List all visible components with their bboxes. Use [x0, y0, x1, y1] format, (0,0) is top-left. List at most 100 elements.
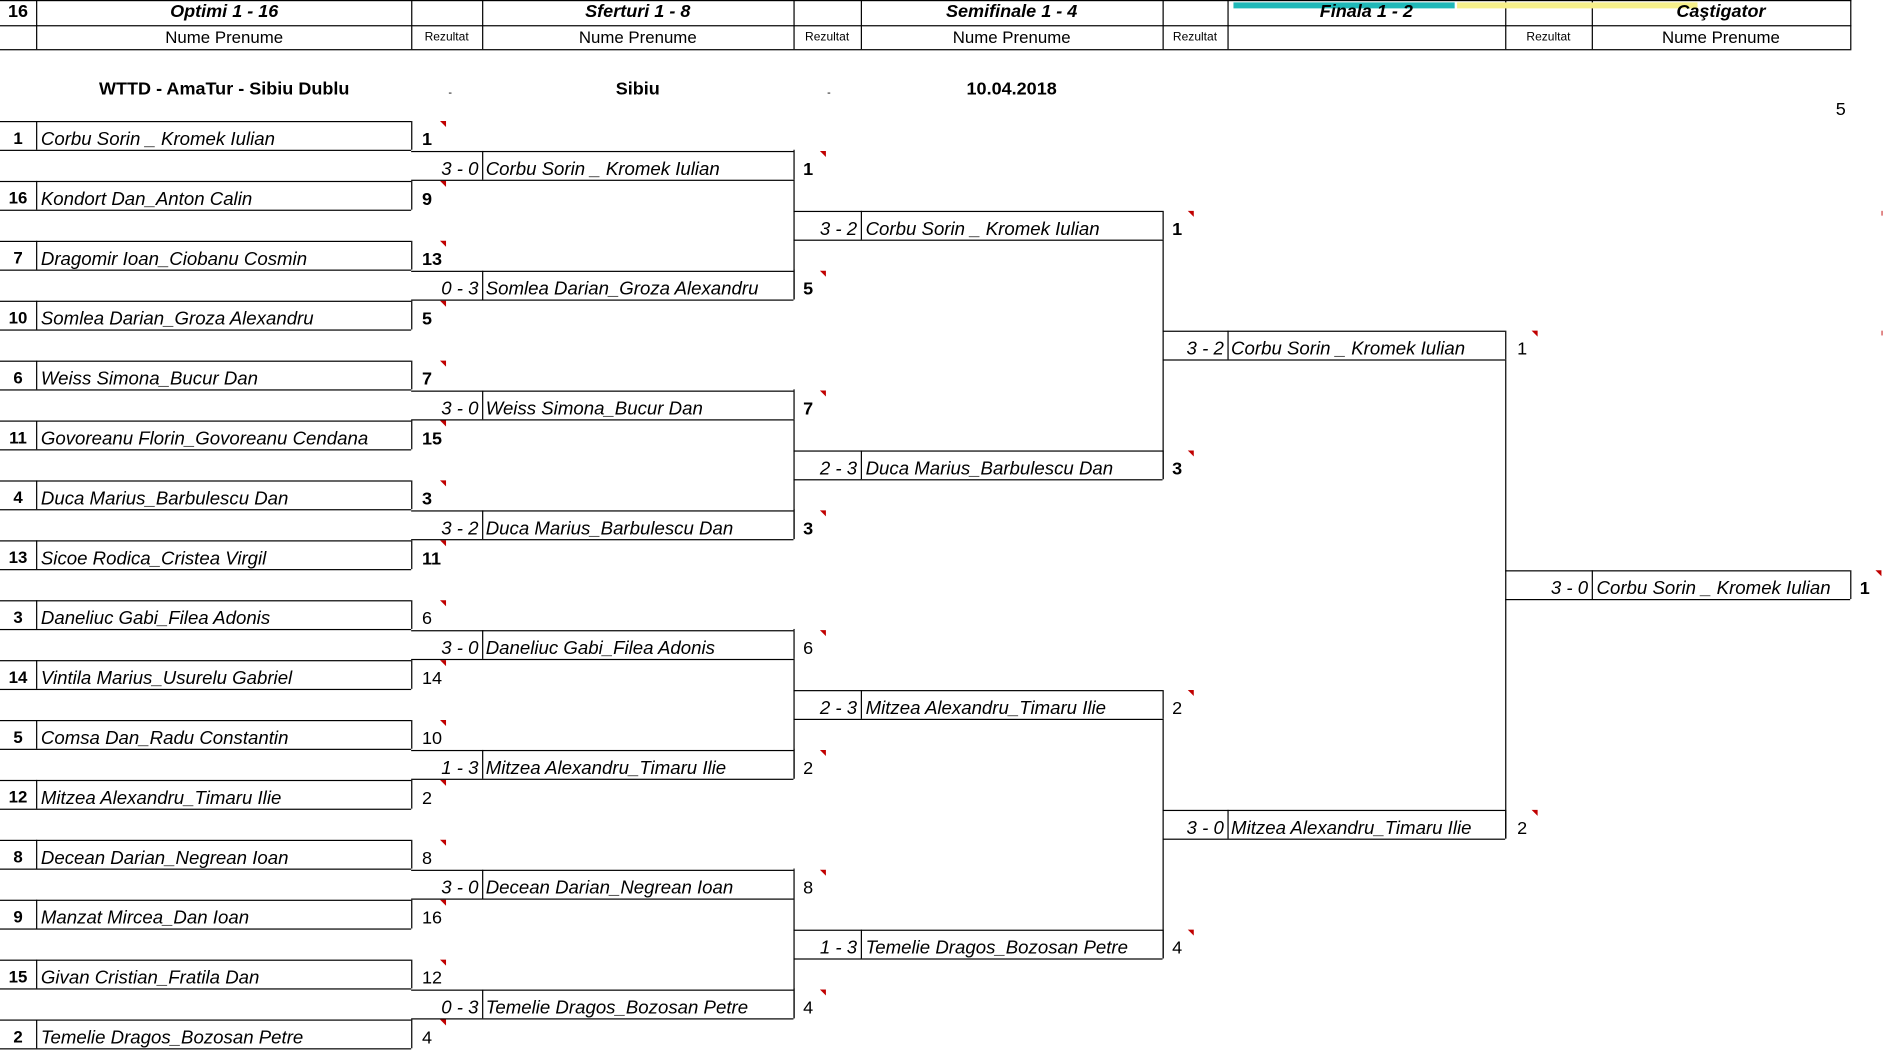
bracket-line — [0, 540, 412, 542]
header-divider — [482, 0, 484, 50]
red-comment-mark — [819, 510, 826, 517]
bracket-line — [0, 1019, 412, 1021]
bracket-line — [0, 660, 412, 662]
r16-player-name: Temelie Dragos_Bozosan Petre — [40, 1027, 304, 1049]
bracket-line — [0, 149, 412, 151]
bracket-line — [411, 869, 794, 871]
bracket-line — [0, 959, 412, 961]
bracket-line — [411, 150, 794, 153]
bracket-line — [482, 749, 484, 779]
sf-rank: 4 — [1172, 938, 1183, 959]
r16-player-name: Dragomir Ioan_Ciobanu Cosmin — [40, 249, 308, 270]
bracket-line — [36, 1019, 38, 1049]
bracket-line — [793, 390, 795, 420]
red-comment-mark — [440, 420, 447, 427]
r16-seed: 15 — [8, 966, 28, 986]
r16-seed: 2 — [13, 1026, 23, 1046]
bracket-line — [1505, 570, 1851, 572]
red-comment-mark — [440, 240, 447, 247]
bracket-line — [411, 839, 413, 869]
bracket-line — [411, 240, 413, 270]
r16-seed: 6 — [13, 367, 23, 387]
bracket-line — [411, 660, 413, 689]
bracket-line — [0, 868, 412, 870]
bracket-line — [411, 658, 794, 661]
red-comment-mark — [440, 719, 447, 726]
bracket-line — [1505, 599, 1851, 601]
bracket-line — [860, 929, 862, 959]
sf-rank: 3 — [1172, 458, 1183, 480]
bracket-line — [1591, 570, 1593, 599]
bracket-line — [0, 1048, 412, 1050]
header-bottom-border — [0, 49, 1852, 51]
red-comment-mark — [440, 120, 447, 127]
bracket-line — [482, 270, 484, 300]
red-comment-mark — [440, 300, 447, 307]
bracket-line — [0, 719, 412, 722]
qf-player-name: Decean Darian_Negrean Ioan — [485, 878, 734, 899]
col-result-header: Rezultat — [1526, 31, 1571, 45]
r16-rank: 5 — [421, 309, 433, 330]
r16-seed: 4 — [13, 487, 23, 507]
r16-seed: 16 — [8, 188, 28, 208]
red-comment-mark — [1187, 690, 1194, 697]
r16-seed: 10 — [8, 307, 28, 328]
header-mid-border — [0, 25, 1852, 27]
r16-player-name: Duca Marius_Barbulescu Dan — [40, 488, 289, 510]
bracket-line — [0, 509, 412, 511]
bracket-line — [1162, 359, 1506, 361]
bracket-line — [411, 540, 413, 570]
r16-rank: 12 — [421, 967, 443, 989]
final-score: 3 - 2 — [1186, 339, 1224, 360]
qf-rank: 4 — [803, 997, 814, 1019]
bracket-line — [0, 209, 412, 211]
r16-rank: 11 — [421, 548, 442, 570]
col-result-header: Rezultat — [424, 31, 469, 45]
winner-score: 3 - 0 — [1550, 578, 1589, 599]
qf-player-name: Duca Marius_Barbulescu Dan — [485, 518, 734, 540]
bracket-line — [36, 719, 38, 749]
red-comment-mark — [440, 540, 447, 547]
qf-player-name: Daneliuc Gabi_Filea Adonis — [485, 638, 715, 659]
bracket-line — [0, 329, 412, 331]
bracket-line — [36, 540, 38, 570]
bracket-line — [482, 510, 484, 540]
bracket-line — [411, 600, 413, 629]
bracket-line — [793, 658, 795, 779]
bracket-line — [793, 690, 1163, 692]
bracket-line — [36, 300, 38, 330]
bracket-line — [411, 630, 794, 632]
bracket-line — [793, 419, 795, 540]
bracket-line — [0, 628, 412, 631]
qf-rank: 1 — [803, 159, 814, 180]
sf-rank: 1 — [1172, 219, 1183, 240]
header-divider — [1591, 0, 1593, 50]
bracket-line — [411, 778, 794, 780]
r16-rank: 1 — [421, 129, 433, 150]
bracket-line — [793, 149, 795, 151]
bracket-line — [0, 120, 412, 123]
qf-player-name: Somlea Darian_Groza Alexandru — [485, 279, 759, 300]
bracket-line — [0, 779, 412, 782]
red-comment-mark — [440, 899, 447, 906]
col-name-header: Nume Prenume — [1662, 27, 1780, 47]
bracket-line — [36, 660, 38, 689]
r16-rank: 8 — [421, 848, 433, 869]
red-comment-mark — [819, 630, 826, 637]
info-separator: - — [827, 86, 831, 99]
bracket-line — [411, 179, 794, 181]
final-player-name: Mitzea Alexandru_Timaru Ilie — [1231, 818, 1472, 839]
r16-player-name: Vintila Marius_Usurelu Gabriel — [40, 668, 293, 689]
header-divider — [1227, 0, 1229, 50]
final-player-name: Corbu Sorin _ Kromek Iulian — [1231, 339, 1466, 360]
bracket-line — [411, 1018, 794, 1020]
sf-rank: 2 — [1172, 698, 1183, 719]
header-divider — [1505, 0, 1507, 50]
r16-player-name: Manzat Mircea_Dan Ioan — [40, 908, 250, 929]
bracket-line — [1505, 359, 1507, 839]
round-title-winner: Caştigator — [1676, 1, 1766, 22]
bracket-line — [860, 690, 862, 719]
red-edge-mark — [1881, 330, 1883, 336]
sf-score: 3 - 2 — [819, 219, 858, 240]
